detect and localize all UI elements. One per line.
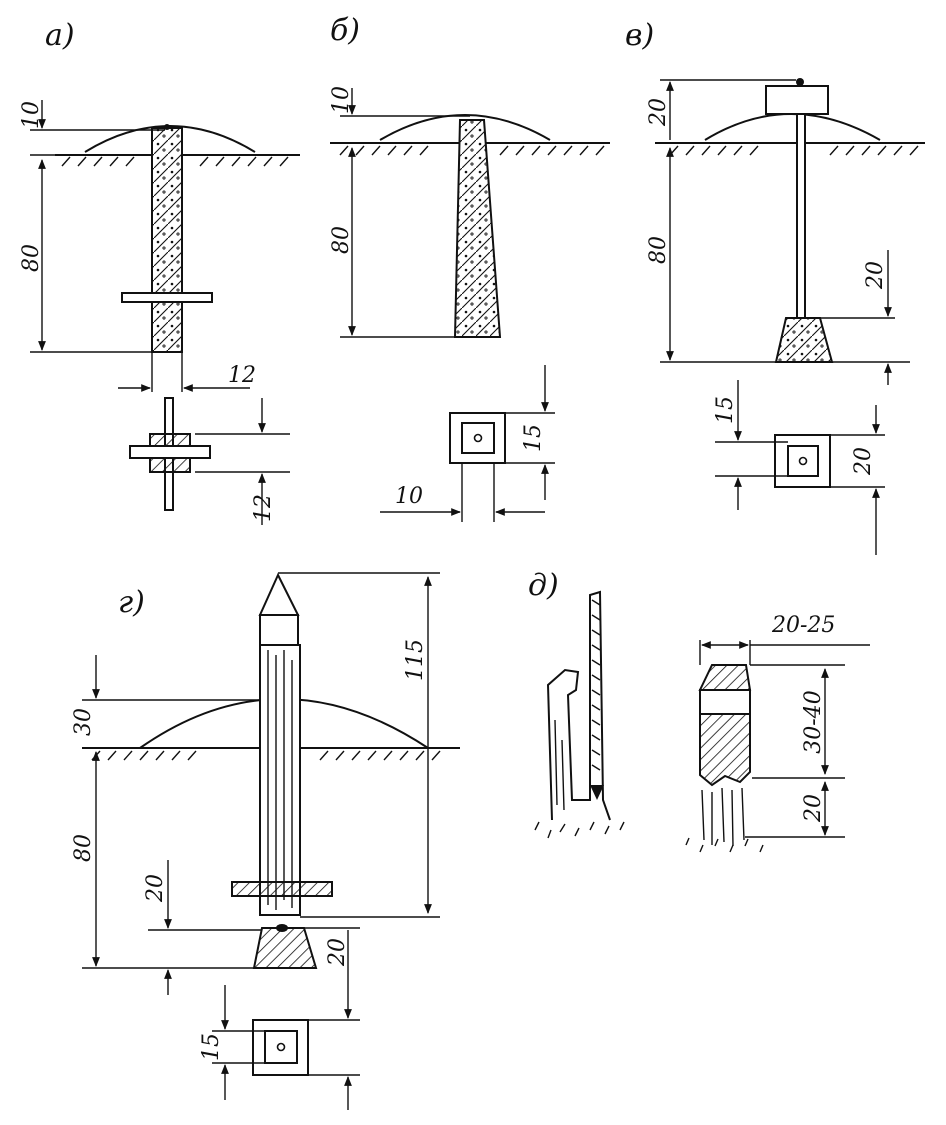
dim-b-plan-width: 10 xyxy=(395,484,423,509)
concrete-base xyxy=(252,927,318,969)
roots xyxy=(685,837,764,853)
dim-v-plan-right: 20 xyxy=(851,447,876,476)
mark-point xyxy=(276,924,288,932)
dim-d-width: 20-25 xyxy=(771,613,835,638)
dim-a-top: 10 xyxy=(19,101,44,129)
plan-center xyxy=(798,456,808,466)
tapered-concrete-post xyxy=(453,119,502,338)
panel-v: в) 20 80 20 15 20 xyxy=(625,18,925,555)
post-tip xyxy=(258,572,300,616)
panel-g: г) 115 30 80 20 20 xyxy=(71,572,460,1110)
stump-grain xyxy=(554,719,565,811)
stump-side xyxy=(546,590,611,821)
dim-g-base: 20 xyxy=(143,874,168,903)
section-grain xyxy=(701,787,745,847)
dim-g-depth: 80 xyxy=(71,834,96,862)
concrete-post xyxy=(151,127,183,353)
dim-v-plan-left: 15 xyxy=(713,396,738,424)
dim-a-crossbar: 12 xyxy=(251,494,276,522)
dim-g-top: 30 xyxy=(71,708,96,736)
dim-v-top: 20 xyxy=(646,98,671,127)
mark-point xyxy=(164,124,170,130)
mark-point xyxy=(796,78,804,86)
sign-plate xyxy=(765,85,829,115)
dim-g-base-right: 20 xyxy=(325,938,350,967)
dim-d-height: 30-40 xyxy=(801,690,826,753)
dim-v-depth: 80 xyxy=(646,236,671,264)
plan-inner xyxy=(461,422,495,454)
plan-inner xyxy=(787,445,819,477)
ground-hatching xyxy=(61,156,289,167)
post-collar xyxy=(259,614,299,646)
mound xyxy=(84,125,256,153)
wood-grain xyxy=(267,650,293,910)
panel-b-label: б) xyxy=(330,13,360,48)
section-top xyxy=(698,664,752,691)
panel-a: а) 10 80 12 12 xyxy=(19,18,300,525)
dim-a-width: 12 xyxy=(228,363,256,388)
plan-inner xyxy=(264,1030,298,1064)
metal-pipe xyxy=(796,113,806,325)
mound xyxy=(379,114,551,141)
dim-b-top: 10 xyxy=(329,86,354,114)
panel-b: б) 10 80 15 10 xyxy=(329,13,610,522)
plan-center xyxy=(473,433,483,443)
wooden-post xyxy=(259,644,301,916)
panel-a-label: а) xyxy=(45,18,75,53)
dim-b-depth: 80 xyxy=(329,226,354,254)
dim-a-depth: 80 xyxy=(19,244,44,272)
concrete-base xyxy=(774,317,834,363)
mound xyxy=(704,113,881,141)
dim-g-plan: 15 xyxy=(199,1033,224,1061)
panel-v-label: в) xyxy=(625,18,654,53)
roots xyxy=(534,821,625,839)
ground-hatching xyxy=(669,145,919,156)
dim-g-total: 115 xyxy=(403,639,428,681)
ground-hatching xyxy=(339,145,605,156)
plan-center xyxy=(276,1042,286,1052)
section-bottom xyxy=(699,713,751,787)
dim-v-base: 20 xyxy=(863,261,888,290)
bar-detail xyxy=(129,445,211,459)
section-gap xyxy=(699,689,751,715)
marker-strip xyxy=(591,599,601,771)
dim-d-depth: 20 xyxy=(801,794,826,823)
crossbar xyxy=(121,292,213,303)
crossbar xyxy=(231,881,333,897)
dim-b-plan-height: 15 xyxy=(521,424,546,452)
notch xyxy=(590,785,604,800)
panel-d: д) 20-25 30-40 20 xyxy=(528,568,870,853)
panel-d-label: д) xyxy=(528,568,559,603)
panel-g-label: г) xyxy=(118,585,145,620)
